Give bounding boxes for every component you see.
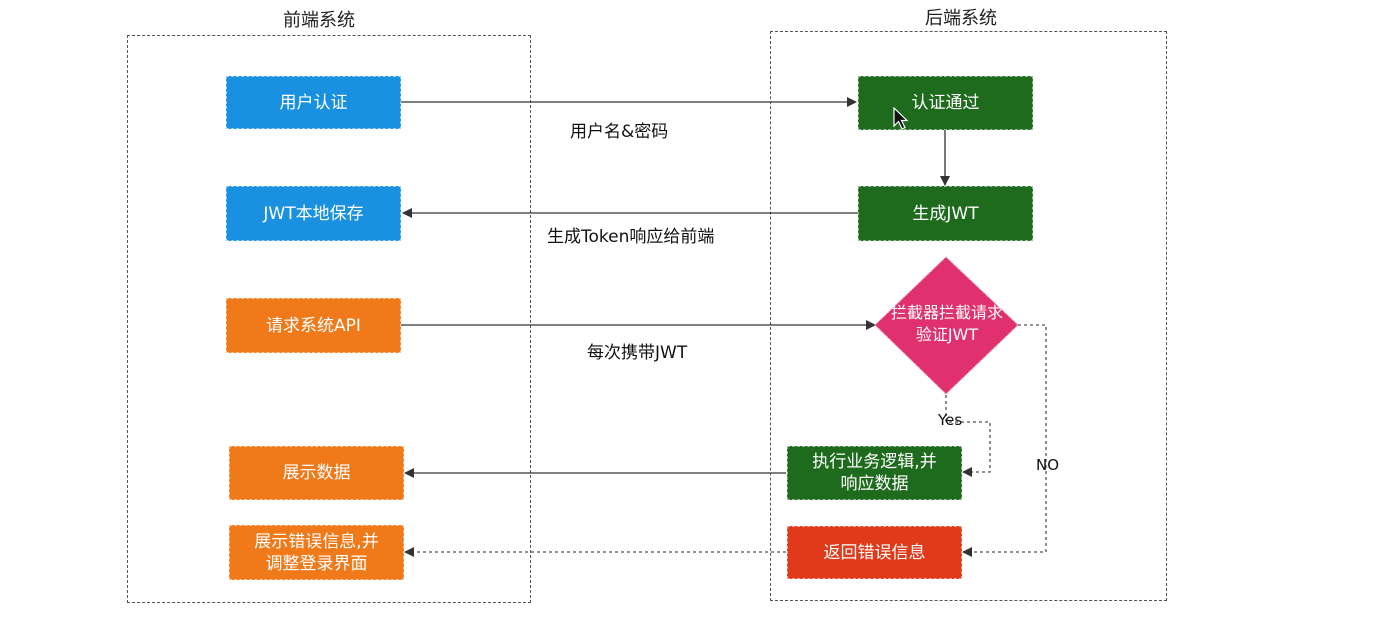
carry-jwt-label: 每次携带JWT <box>587 343 688 363</box>
credentials-label: 用户名&密码 <box>570 122 669 142</box>
exec-logic-node: 执行业务逻辑,并 响应数据 <box>787 446 962 500</box>
exec-logic-label: 执行业务逻辑,并 响应数据 <box>812 452 937 494</box>
show-error-label: 展示错误信息,并 调整登录界面 <box>254 531 379 574</box>
jwt-save-label: JWT本地保存 <box>263 203 364 224</box>
gen-jwt-label: 生成JWT <box>912 203 979 224</box>
show-data-node: 展示数据 <box>229 446 404 500</box>
user-auth-node: 用户认证 <box>226 76 401 129</box>
interceptor-diamond <box>874 256 1019 395</box>
user-auth-label: 用户认证 <box>279 92 348 113</box>
auth-pass-node: 认证通过 <box>858 76 1033 130</box>
frontend-panel-title: 前端系统 <box>283 10 355 31</box>
show-data-label: 展示数据 <box>282 463 351 483</box>
request-api-node: 请求系统API <box>226 298 401 353</box>
yes-label: Yes <box>938 411 963 429</box>
arrow-no <box>962 324 1047 557</box>
token-response-label: 生成Token响应给前端 <box>547 227 715 247</box>
frontend-panel <box>127 35 531 603</box>
jwt-save-node: JWT本地保存 <box>226 186 401 241</box>
arrow-yes <box>945 395 991 477</box>
mouse-cursor-icon <box>893 107 909 130</box>
request-api-label: 请求系统API <box>266 315 361 336</box>
return-error-node: 返回错误信息 <box>787 526 962 579</box>
gen-jwt-node: 生成JWT <box>858 186 1033 241</box>
backend-panel-title: 后端系统 <box>925 8 997 29</box>
backend-panel <box>770 31 1167 601</box>
auth-pass-label: 认证通过 <box>911 93 980 113</box>
interceptor-label: 拦截器拦截请求 验证JWT <box>890 303 1003 344</box>
show-error-node: 展示错误信息,并 调整登录界面 <box>229 525 404 580</box>
return-error-label: 返回错误信息 <box>823 542 926 563</box>
no-label: NO <box>1036 456 1060 474</box>
